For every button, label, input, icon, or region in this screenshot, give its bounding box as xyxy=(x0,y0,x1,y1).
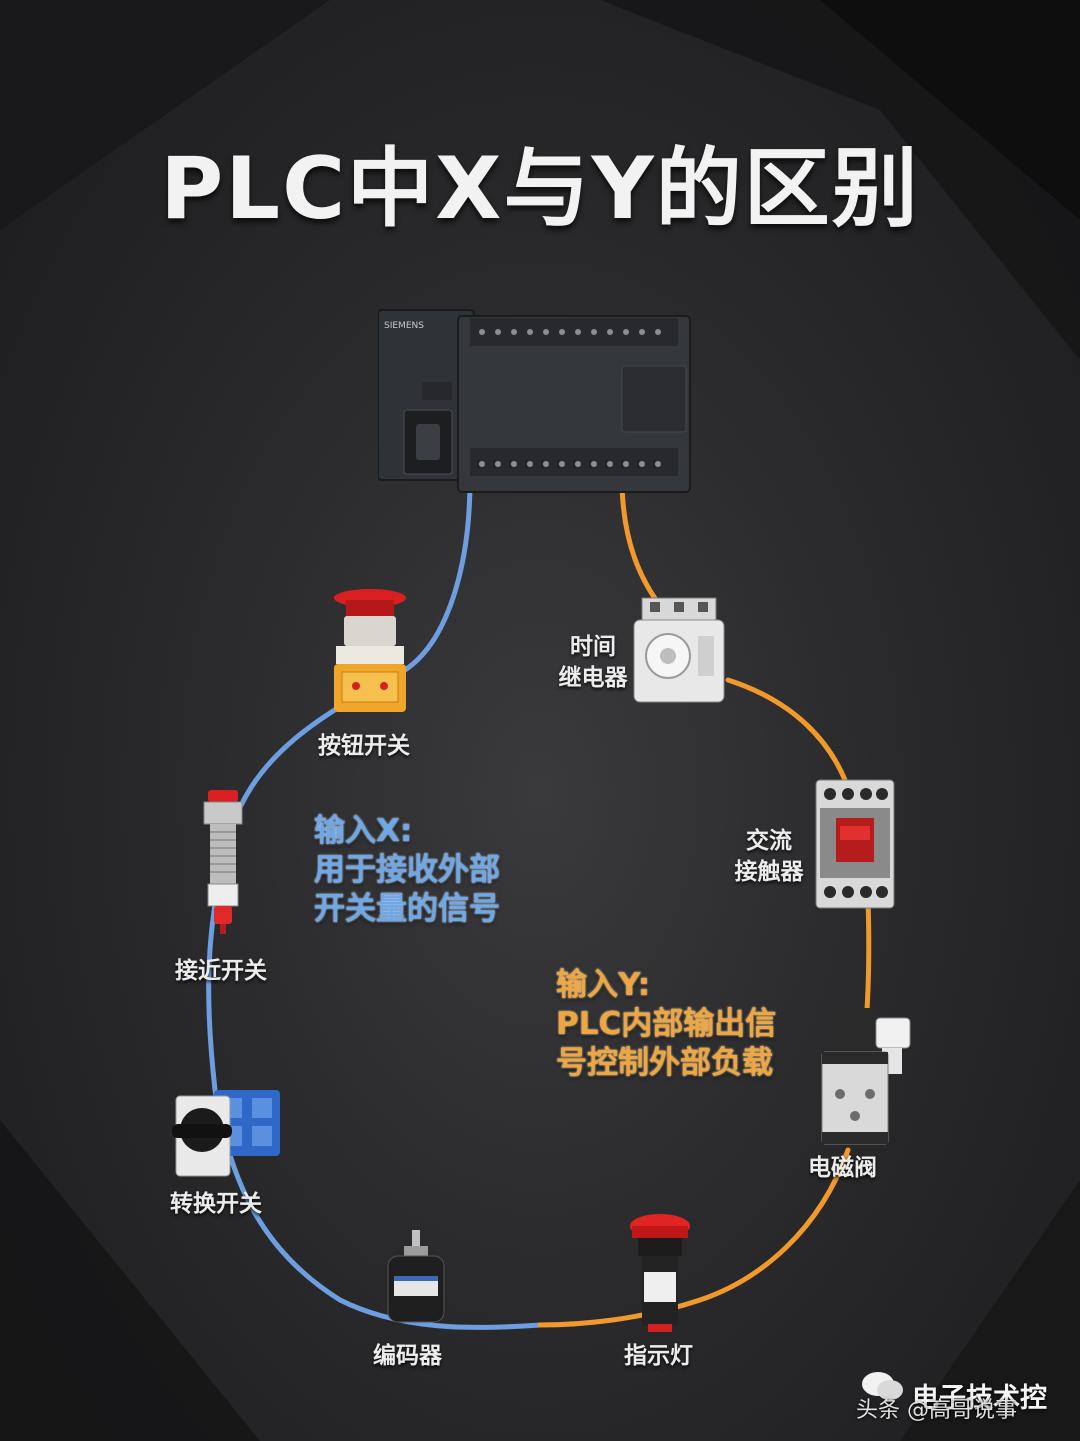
input-x-note: 输入X: 用于接收外部 开关量的信号 xyxy=(314,812,500,929)
watermark-author: 头条 @高哥说事 xyxy=(856,1398,1017,1423)
push-button-label: 按钮开关 xyxy=(318,733,410,759)
time-relay-label-line1: 时间 xyxy=(570,634,616,660)
rotary-switch-image xyxy=(172,1090,280,1177)
plc-controller-image: SIEMENS xyxy=(378,309,691,493)
input-wire-x xyxy=(206,477,543,1330)
time-relay-image xyxy=(633,597,725,703)
time-relay-label: 时间 继电器 xyxy=(553,632,633,694)
input-x-heading: 输入X: xyxy=(314,813,413,849)
wechat-icon xyxy=(862,1372,903,1400)
indicator-light-label: 指示灯 xyxy=(624,1343,693,1369)
output-y-note: 输入Y: PLC内部输出信 号控制外部负载 xyxy=(556,966,776,1083)
encoder-image xyxy=(387,1230,445,1323)
output-y-line2: 号控制外部负载 xyxy=(556,1045,773,1081)
time-relay-label-line2: 继电器 xyxy=(558,665,628,691)
input-x-line2: 开关量的信号 xyxy=(314,891,500,927)
ac-contactor-label: 交流 接触器 xyxy=(728,826,810,888)
ac-contactor-label-line2: 接触器 xyxy=(734,859,804,885)
rotary-switch-label: 转换开关 xyxy=(170,1191,262,1217)
solenoid-valve-label: 电磁阀 xyxy=(808,1155,877,1181)
indicator-light-image xyxy=(630,1214,690,1332)
proximity-switch-image xyxy=(203,790,243,934)
push-button-switch-image xyxy=(334,589,406,712)
output-y-line1: PLC内部输出信 xyxy=(556,1006,777,1042)
page-title: PLC中X与Y的区别 xyxy=(160,139,920,239)
ac-contactor-image xyxy=(815,779,895,909)
input-x-line1: 用于接收外部 xyxy=(314,852,500,888)
output-wire-y xyxy=(537,475,872,1328)
proximity-switch-label: 接近开关 xyxy=(175,958,267,984)
solenoid-valve-image xyxy=(821,1008,911,1145)
plc-brand-text: SIEMENS xyxy=(384,321,424,331)
encoder-label: 编码器 xyxy=(373,1343,442,1369)
output-y-heading: 输入Y: xyxy=(556,967,651,1003)
ac-contactor-label-line1: 交流 xyxy=(746,828,792,854)
watermark-account: 电子技术控 xyxy=(912,1383,1047,1414)
